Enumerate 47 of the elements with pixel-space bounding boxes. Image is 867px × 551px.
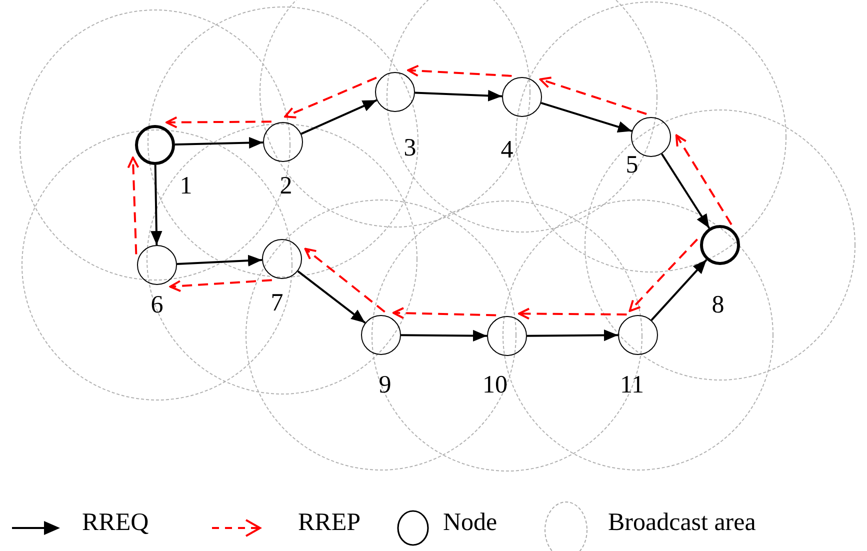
dashed-arrow — [392, 307, 496, 320]
arrow — [176, 254, 262, 266]
node-circle — [135, 125, 175, 165]
node-number: 10 — [482, 372, 508, 398]
dashed-arrow — [166, 116, 272, 128]
node-circle — [631, 117, 671, 157]
node-number: 7 — [270, 290, 284, 316]
arrow — [300, 99, 378, 135]
node-number: 11 — [620, 372, 644, 398]
node-circle — [263, 122, 303, 162]
dashed-arrow — [628, 238, 698, 312]
dashed-arrow — [127, 156, 140, 254]
arrow — [414, 90, 502, 102]
legend-label: Node — [443, 510, 498, 535]
dashed-arrow — [675, 134, 732, 226]
legend-label: RREQ — [82, 510, 149, 535]
node-circle — [137, 245, 177, 285]
node-number: 8 — [712, 292, 724, 318]
arrow — [650, 259, 708, 321]
arrow — [297, 270, 366, 324]
arrow — [174, 136, 264, 149]
arrow — [150, 164, 162, 246]
legend-label: Broadcast area — [608, 510, 756, 535]
node-circle — [361, 315, 401, 355]
dashed-arrow — [284, 76, 377, 118]
node-circle — [487, 316, 527, 356]
node-circle — [262, 239, 302, 279]
dashed-arrow — [407, 64, 512, 77]
dashed-arrow — [518, 308, 627, 320]
node-number: 1 — [180, 174, 192, 198]
node-number: 9 — [378, 372, 392, 398]
node-number: 3 — [404, 136, 416, 160]
arrow — [527, 329, 618, 342]
node-circle — [375, 72, 415, 112]
legend-label: RREP — [298, 510, 361, 535]
node-number: 6 — [150, 292, 164, 318]
arrow — [660, 153, 710, 229]
node-number: 5 — [626, 152, 638, 178]
dashed-arrow — [539, 76, 647, 115]
node-circle — [700, 225, 740, 265]
node-circle — [502, 77, 542, 117]
node-number: 4 — [500, 138, 514, 162]
dashed-arrow — [304, 248, 386, 313]
node-number: 2 — [280, 174, 292, 198]
arrow — [540, 102, 632, 132]
arrow — [401, 330, 487, 342]
node-circle — [618, 315, 658, 355]
